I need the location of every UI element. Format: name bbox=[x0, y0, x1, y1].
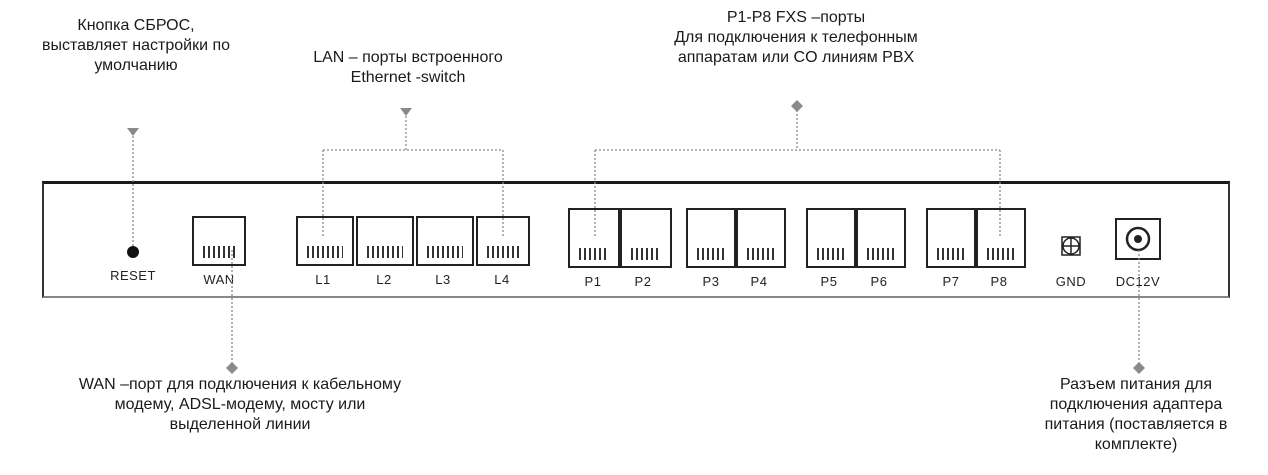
callout-fxs-line: Для подключения к телефонным bbox=[674, 29, 918, 46]
fxs-port-p6 bbox=[856, 208, 906, 268]
callout-fxs: P1-P8 FXS –порты Для подключения к телеф… bbox=[626, 8, 966, 68]
fxs-port-p4 bbox=[736, 208, 786, 268]
callout-power-line: комплекте) bbox=[1094, 436, 1178, 453]
lan-label-l3: L3 bbox=[435, 272, 451, 287]
fxs-port-p7 bbox=[926, 208, 976, 268]
reset-label: RESET bbox=[110, 268, 156, 283]
callout-lan: LAN – порты встроенного Ethernet -switch bbox=[268, 48, 548, 88]
lan-port-l3 bbox=[416, 216, 474, 266]
dc-label: DC12V bbox=[1115, 274, 1161, 289]
callout-power-line: подключения адаптера bbox=[1049, 396, 1223, 413]
fxs-label-p2: P2 bbox=[634, 274, 652, 289]
callout-reset: Кнопка СБРОС, выставляет настройки по ум… bbox=[0, 16, 272, 76]
callout-wan-line: WAN –порт для подключения к кабельному bbox=[78, 376, 402, 393]
fxs-label-p3: P3 bbox=[702, 274, 720, 289]
wan-port bbox=[192, 216, 246, 266]
lan-label-l2: L2 bbox=[376, 272, 392, 287]
callout-wan-line: модему, ADSL-модему, мосту или bbox=[114, 396, 366, 413]
callout-power-line: Разъем питания для bbox=[1059, 376, 1213, 393]
fxs-port-p1 bbox=[568, 208, 620, 268]
callout-fxs-line: P1-P8 FXS –порты bbox=[726, 9, 866, 26]
gnd-label: GND bbox=[1055, 274, 1087, 289]
callout-power: Разъем питания для подключения адаптера … bbox=[1020, 375, 1252, 455]
fxs-label-p6: P6 bbox=[870, 274, 888, 289]
lan-port-l2 bbox=[356, 216, 414, 266]
callout-lan-line: Ethernet -switch bbox=[350, 69, 466, 86]
fxs-port-p3 bbox=[686, 208, 736, 268]
fxs-label-p1: P1 bbox=[584, 274, 602, 289]
lan-port-l4 bbox=[476, 216, 530, 266]
lan-port-l1 bbox=[296, 216, 354, 266]
callout-reset-line: выставляет настройки по bbox=[41, 37, 231, 54]
callout-power-line: питания (поставляется в bbox=[1044, 416, 1228, 433]
fxs-port-p2 bbox=[620, 208, 672, 268]
callout-wan-line: выделенной линии bbox=[169, 416, 311, 433]
reset-button bbox=[127, 246, 139, 258]
callout-reset-line: Кнопка СБРОС, bbox=[77, 17, 195, 34]
fxs-port-p5 bbox=[806, 208, 856, 268]
fxs-label-p4: P4 bbox=[750, 274, 768, 289]
lan-label-l4: L4 bbox=[494, 272, 510, 287]
callout-fxs-line: аппаратам или CO линиям PBX bbox=[677, 49, 915, 66]
callout-reset-line: умолчанию bbox=[94, 57, 178, 74]
callout-lan-line: LAN – порты встроенного bbox=[313, 49, 503, 66]
device-rear-panel bbox=[42, 181, 1230, 298]
fxs-label-p8: P8 bbox=[990, 274, 1008, 289]
wan-label: WAN bbox=[203, 272, 235, 287]
fxs-label-p5: P5 bbox=[820, 274, 838, 289]
fxs-label-p7: P7 bbox=[942, 274, 960, 289]
lan-label-l1: L1 bbox=[315, 272, 331, 287]
callout-wan: WAN –порт для подключения к кабельному м… bbox=[30, 375, 450, 435]
fxs-port-p8 bbox=[976, 208, 1026, 268]
